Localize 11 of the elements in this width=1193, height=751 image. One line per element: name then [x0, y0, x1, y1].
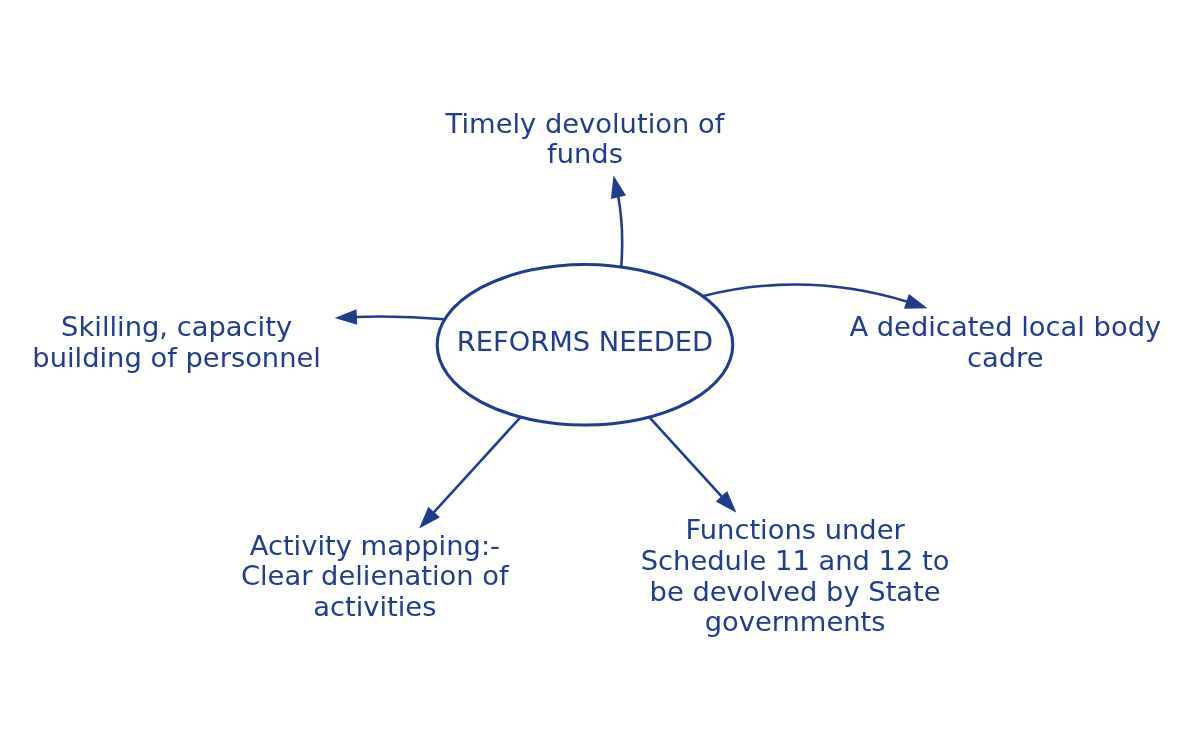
arrow	[648, 416, 737, 513]
node-text: Activity mapping:- Clear delienation of activities	[240, 529, 509, 623]
node-ellipse: REFORMS NEEDED	[435, 262, 735, 427]
node-text: Skilling, capacity building of personnel	[32, 310, 321, 373]
node-text: Functions under Schedule 11 and 12 to be devolved by State governments	[640, 514, 950, 638]
arrow	[419, 416, 522, 529]
arrow	[610, 175, 627, 267]
arrow	[702, 283, 928, 309]
arrow	[334, 309, 445, 325]
node-text: Timely devolution of funds	[445, 107, 725, 170]
node-text: A dedicated local body cadre	[849, 310, 1162, 373]
